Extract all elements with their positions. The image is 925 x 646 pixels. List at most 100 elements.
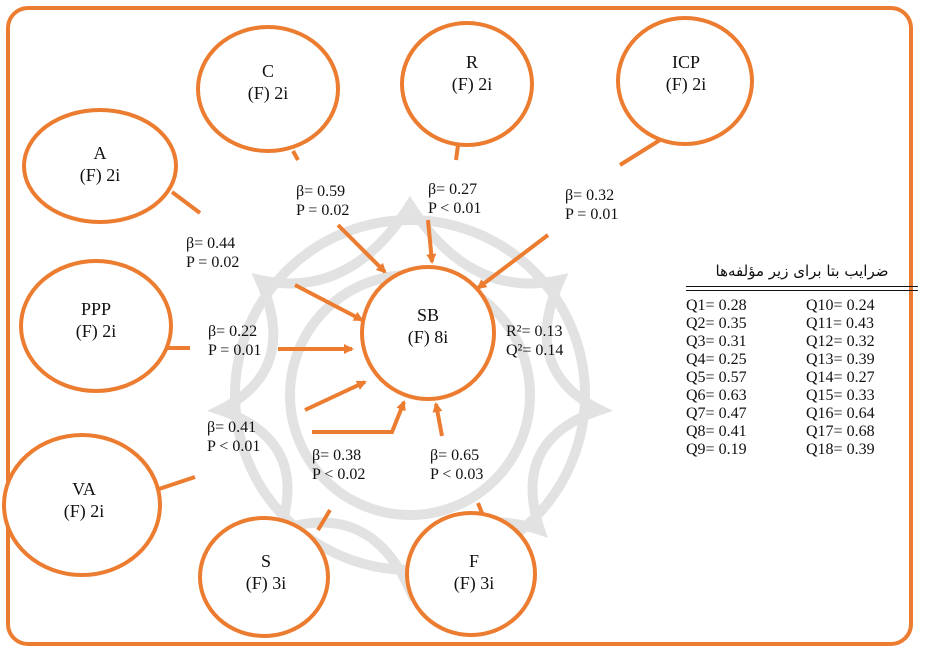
beta-s: β= 0.38: [312, 447, 362, 464]
path-label-r: β= 0.27 P < 0.01: [428, 180, 481, 218]
node-f-circle: [405, 511, 537, 637]
beta-f: β= 0.65: [430, 447, 480, 464]
line-c: [291, 150, 300, 161]
node-f-name: F: [468, 551, 479, 571]
arrow-c: [336, 223, 387, 274]
node-s-label: S (F) 3i: [196, 550, 336, 594]
node-c-label: C (F) 2i: [198, 60, 338, 104]
node-va-name: VA: [72, 479, 96, 499]
beta-va: β= 0.41: [207, 419, 257, 436]
arrow-a: [294, 283, 364, 322]
q-squared: Q²= 0.14: [506, 342, 564, 359]
node-a-label: A (F) 2i: [30, 142, 170, 186]
path-label-icp: β= 0.32 P = 0.01: [565, 186, 618, 224]
p-s: P < 0.02: [312, 466, 366, 483]
table-cell: Q14= 0.27: [806, 369, 875, 386]
node-icp-name: ICP: [671, 52, 700, 72]
arrow-va: [304, 380, 367, 412]
beta-a: β= 0.44: [186, 235, 236, 252]
table-cell: Q4= 0.25: [686, 351, 747, 368]
line-va: [155, 475, 196, 492]
node-f-items: (F) 3i: [453, 573, 495, 593]
node-a-name: A: [93, 143, 107, 163]
node-ppp-circle: [19, 259, 173, 393]
sb-fit-stats: R²= 0.13 Q²= 0.14: [506, 322, 563, 360]
beta-coefficients-table: ضرایب بتا برای زیر مؤلفه‌ها Q1= 0.28 Q10=…: [686, 262, 918, 459]
table-cell: Q9= 0.19: [686, 441, 747, 458]
beta-c: β= 0.59: [296, 183, 346, 200]
line-r: [454, 144, 460, 161]
node-va-label: VA (F) 2i: [14, 478, 154, 522]
line-a: [170, 190, 202, 215]
table-cell: Q15= 0.33: [806, 387, 875, 404]
table-cell: Q1= 0.28: [686, 297, 747, 314]
node-r-circle: [400, 21, 534, 147]
beta-r: β= 0.27: [428, 181, 478, 198]
table-cell: Q16= 0.64: [806, 405, 875, 422]
path-label-f: β= 0.65 P < 0.03: [430, 446, 483, 484]
node-sb-label: SB (F) 8i: [358, 304, 498, 348]
table-cell: Q11= 0.43: [806, 315, 874, 332]
node-s-name: S: [260, 551, 271, 571]
node-icp-circle: [616, 16, 754, 146]
node-sb-circle: [360, 265, 496, 401]
p-r: P < 0.01: [428, 200, 482, 217]
node-r-items: (F) 2i: [451, 74, 493, 94]
node-va-items: (F) 2i: [63, 501, 105, 521]
table-cell: Q8= 0.41: [686, 423, 747, 440]
node-circles: [2, 16, 754, 638]
arrow-s: [312, 400, 406, 434]
node-ppp-items: (F) 2i: [75, 321, 117, 341]
p-c: P = 0.02: [296, 202, 350, 219]
path-label-s: β= 0.38 P < 0.02: [312, 446, 365, 484]
node-ppp-name: PPP: [80, 299, 112, 319]
line-s: [316, 508, 332, 532]
line-icp: [618, 138, 662, 167]
p-icp: P = 0.01: [565, 206, 619, 223]
node-c-name: C: [261, 61, 274, 81]
p-a: P = 0.02: [186, 254, 240, 271]
table-cell: Q10= 0.24: [806, 297, 875, 314]
arrow-r: [426, 219, 437, 264]
node-sb-name: SB: [416, 305, 440, 325]
arrow-icp: [476, 233, 550, 290]
p-va: P < 0.01: [207, 438, 261, 455]
path-label-c: β= 0.59 P = 0.02: [296, 182, 349, 220]
table-rule-bottom: [686, 290, 918, 291]
path-lines: [155, 138, 662, 532]
node-ppp-label: PPP (F) 2i: [26, 298, 166, 342]
table-rule-top: [686, 286, 918, 287]
table-cell: Q12= 0.32: [806, 333, 875, 350]
node-f-label: F (F) 3i: [404, 550, 544, 594]
node-a-items: (F) 2i: [79, 165, 121, 185]
table-cell: Q7= 0.47: [686, 405, 747, 422]
node-c-circle: [196, 25, 340, 153]
beta-ppp: β= 0.22: [208, 323, 258, 340]
table-cell: Q2= 0.35: [686, 315, 747, 332]
arrow-f: [432, 402, 444, 437]
node-s-items: (F) 3i: [245, 573, 287, 593]
beta-icp: β= 0.32: [565, 187, 615, 204]
table-cell: Q3= 0.31: [686, 333, 747, 350]
node-s-circle: [198, 516, 330, 638]
table-title: ضرایب بتا برای زیر مؤلفه‌ها: [715, 262, 889, 280]
node-r-name: R: [465, 52, 478, 72]
node-icp-items: (F) 2i: [665, 74, 707, 94]
node-r-label: R (F) 2i: [402, 51, 542, 95]
r-squared: R²= 0.13: [506, 323, 563, 340]
node-icp-label: ICP (F) 2i: [616, 51, 756, 95]
path-label-a: β= 0.44 P = 0.02: [186, 234, 239, 272]
table-cell: Q17= 0.68: [806, 423, 875, 440]
path-label-ppp: β= 0.22 P = 0.01: [208, 322, 261, 360]
path-label-va: β= 0.41 P < 0.01: [207, 418, 260, 456]
p-f: P < 0.03: [430, 466, 484, 483]
table-cell: Q5= 0.57: [686, 369, 747, 386]
table-cell: Q6= 0.63: [686, 387, 747, 404]
node-sb-items: (F) 8i: [407, 327, 449, 347]
p-ppp: P = 0.01: [208, 342, 262, 359]
table-cell: Q13= 0.39: [806, 351, 875, 368]
node-va-circle: [2, 433, 162, 577]
